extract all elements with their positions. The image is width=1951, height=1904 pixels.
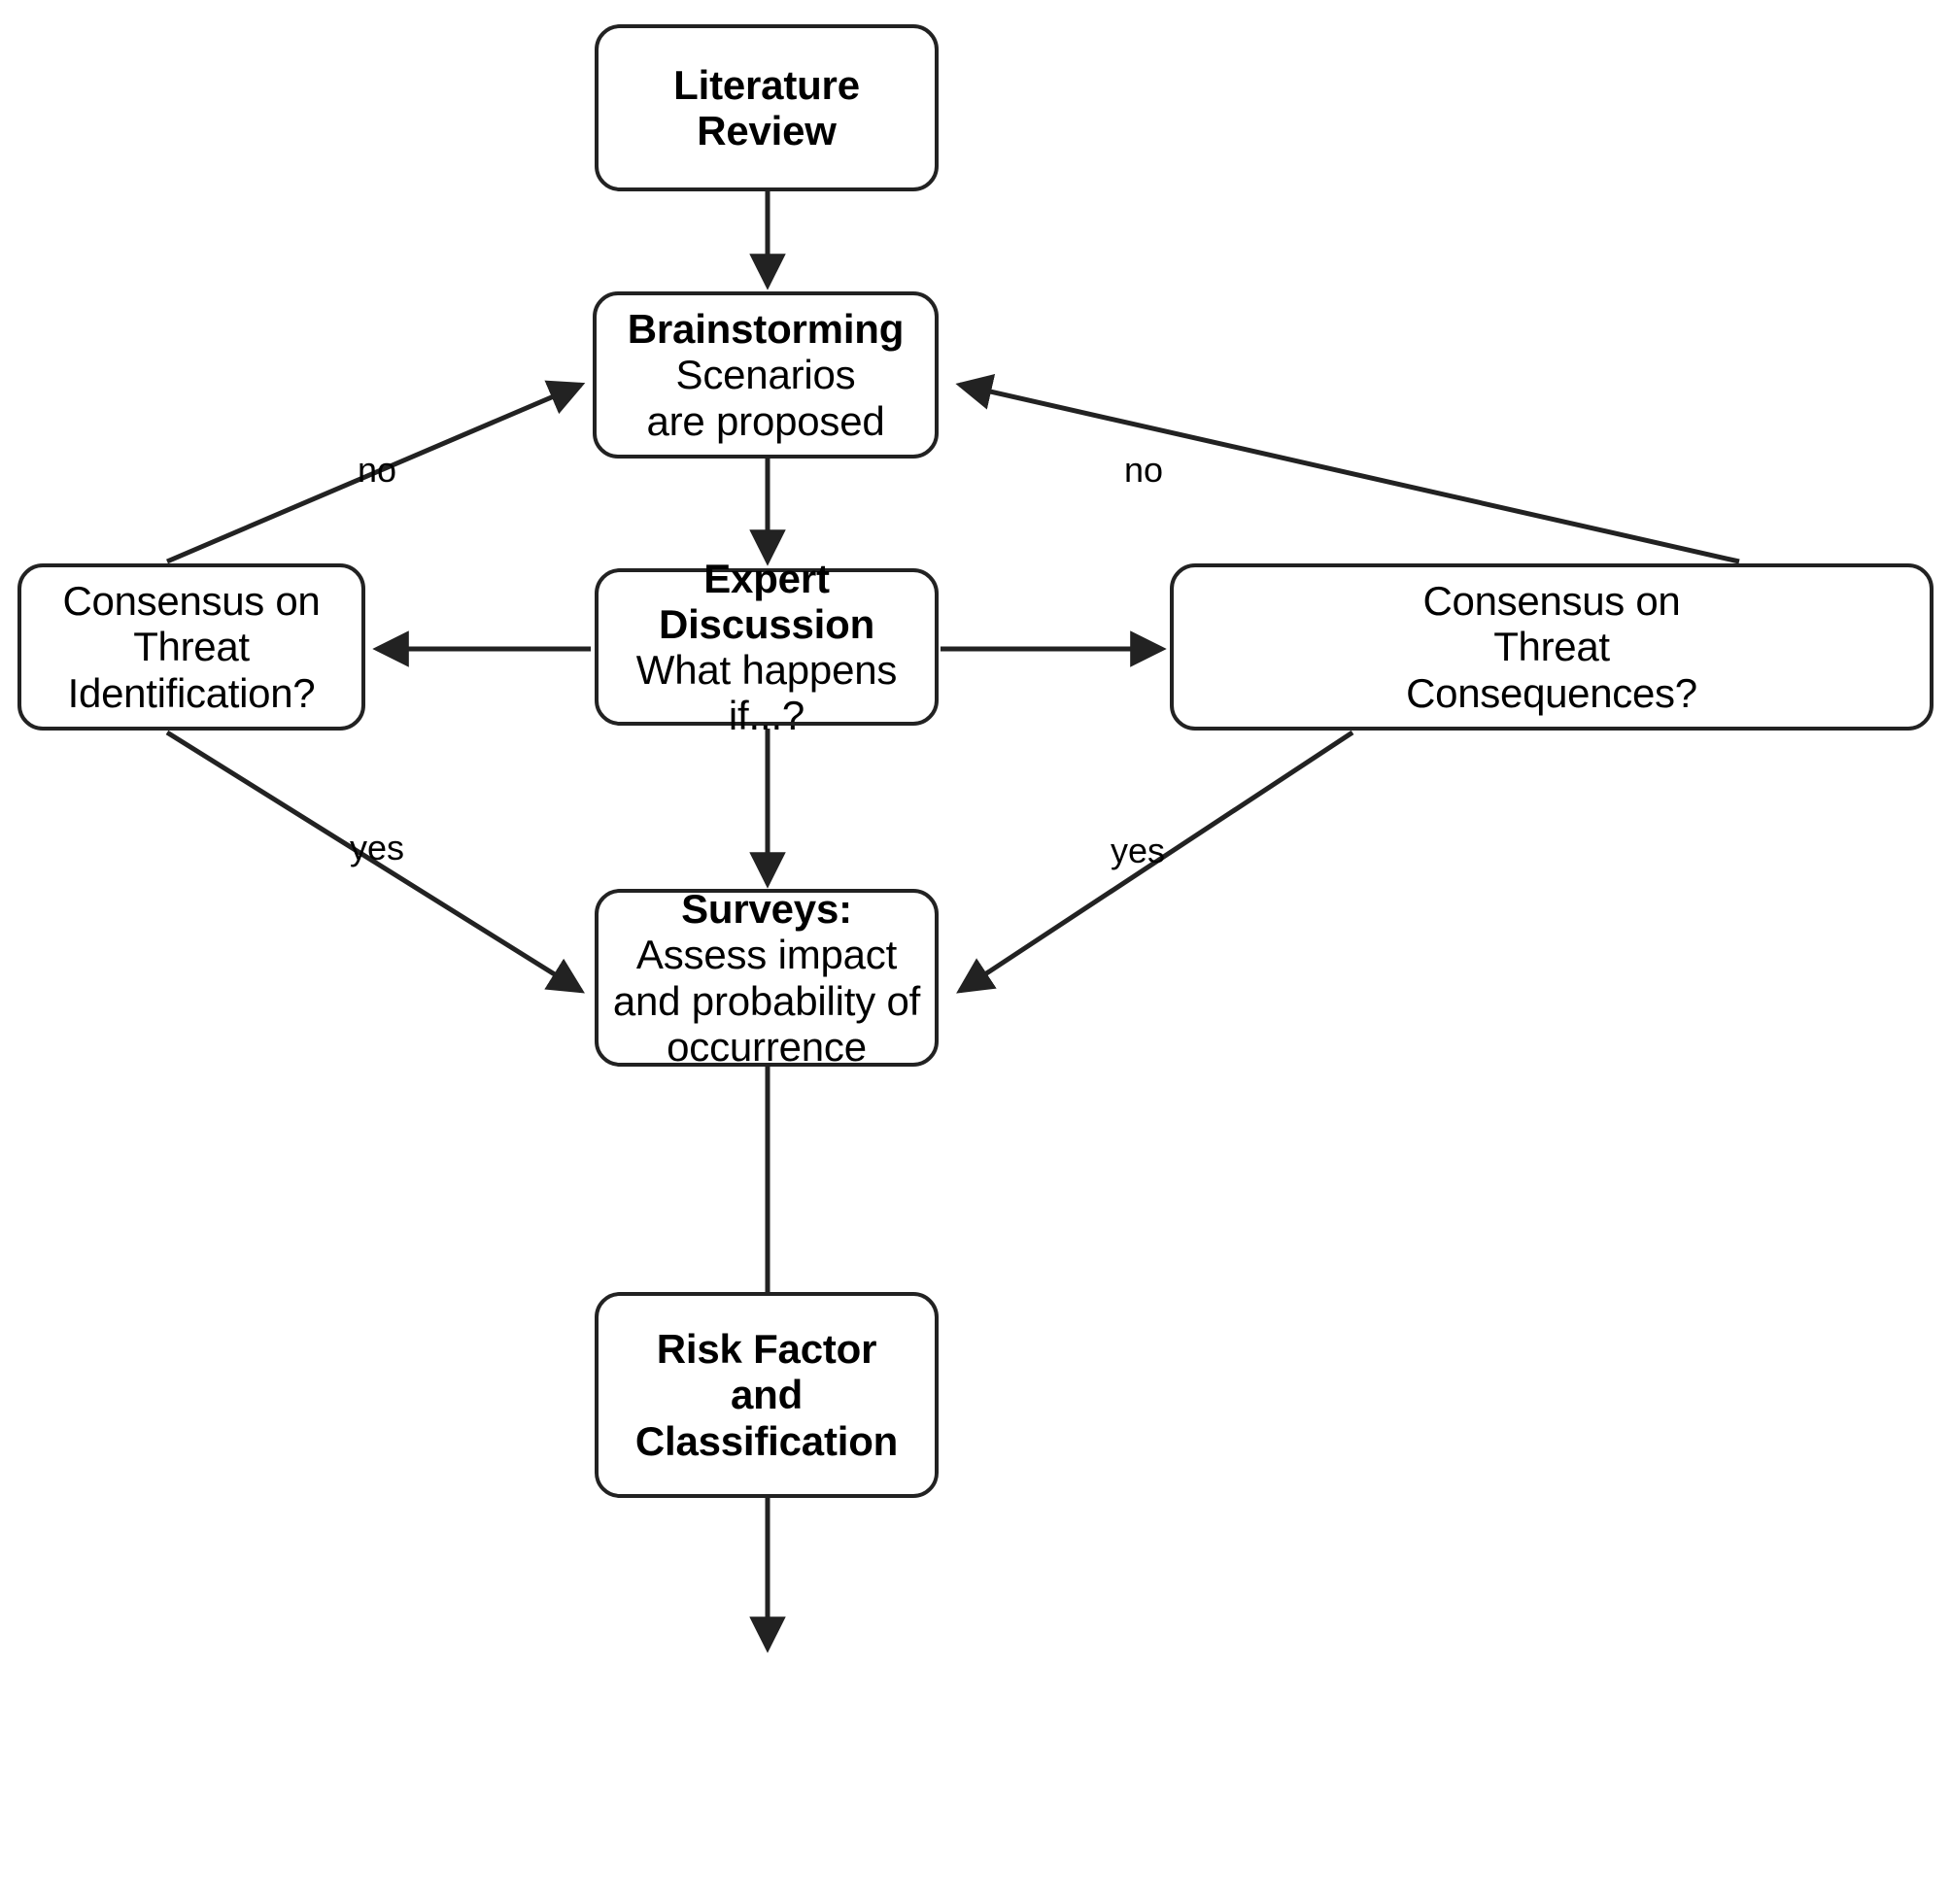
node-brainstorming[interactable]: Brainstorming Scenarios are proposed [593,291,939,459]
node-expert-discussion[interactable]: Expert Discussion What happens if...? [595,556,939,738]
node-surveys[interactable]: Surveys: Assess impact and probability o… [595,886,939,1070]
node-consensus-on-threat-identification-label: Consensus on Threat Identification? [62,578,321,716]
node-consensus-on-threat-consequences[interactable]: Consensus on Threat Consequences? [1170,563,1934,731]
node-literature-review-title: Literature Review [673,61,860,153]
node-surveys-title: Surveys: [681,886,852,933]
node-risk-factor-and-classification-title: Risk Factor and Classification [634,1326,899,1464]
node-consensus-on-threat-consequences-label: Consensus on Threat Consequences? [1406,578,1697,716]
node-expert-discussion-subtitle: What happens if...? [635,647,898,739]
edge-label-no-right: no [1124,450,1164,490]
node-surveys-subtitle: Assess impact and probability of occurre… [612,932,921,1070]
node-literature-review[interactable]: Literature Review [595,24,939,191]
node-expert-discussion-title: Expert Discussion [658,555,875,647]
edge-label-yes-left: yes [350,828,405,867]
node-risk-factor-and-classification[interactable]: Risk Factor and Classification [595,1292,939,1498]
node-brainstorming-subtitle: Scenarios are proposed [646,352,885,444]
node-brainstorming-title: Brainstorming [627,306,905,353]
edge-consensus-consequences-no-to-brainstorming [955,373,1740,564]
edge-label-no-left: no [358,450,397,490]
edge-label-yes-right: yes [1111,831,1166,870]
node-consensus-on-threat-identification[interactable]: Consensus on Threat Identification? [17,563,365,731]
